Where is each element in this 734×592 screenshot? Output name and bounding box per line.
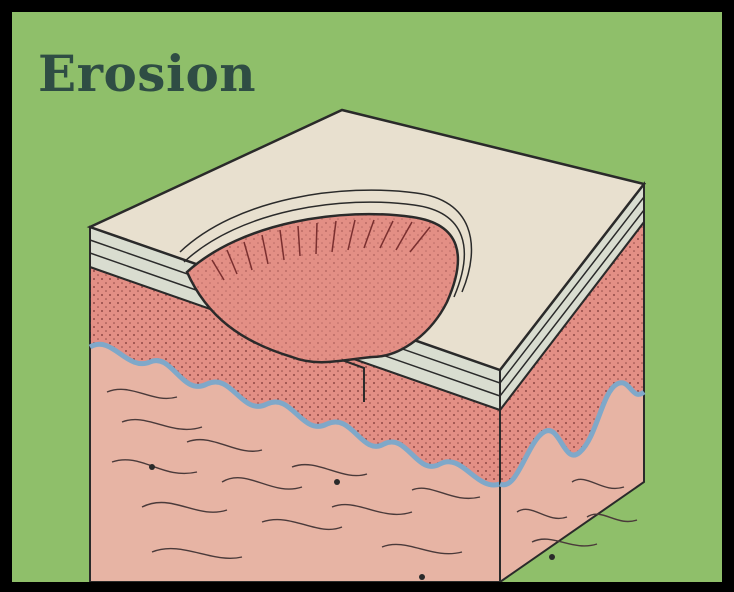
illustration-frame: Erosion [12,12,722,582]
skin-cross-section-illustration [12,12,722,582]
